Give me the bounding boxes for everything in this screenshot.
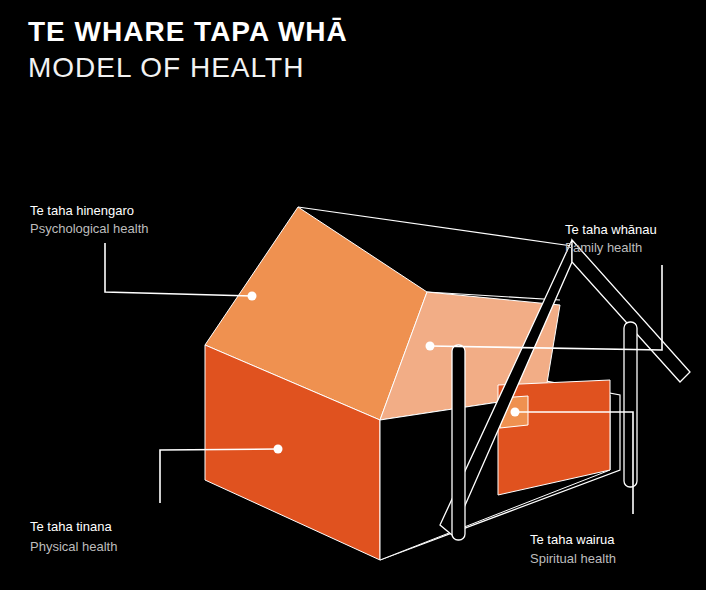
leader-line [515, 412, 633, 514]
subtitle: MODEL OF HEALTH [28, 52, 304, 84]
dimension-name: Te taha tinana [30, 519, 112, 534]
leader-dot [274, 445, 283, 454]
dimension-name: Te taha wairua [530, 532, 615, 547]
post-left [452, 345, 465, 540]
dimension-name: Te taha whānau [565, 222, 657, 237]
leader-line [105, 243, 252, 296]
leader-dot [248, 292, 257, 301]
title: TE WHARE TAPA WHĀ [28, 16, 348, 48]
leader-lines [105, 243, 662, 514]
side-wall [498, 380, 610, 495]
dimension-name: Te taha hinengaro [30, 203, 134, 218]
leader-dot [426, 342, 435, 351]
leader-dot [511, 408, 520, 417]
dimension-translation: Family health [565, 240, 642, 255]
leader-line [160, 449, 278, 503]
leader-dots [248, 292, 520, 454]
front-wall [205, 345, 380, 560]
dimension-translation: Physical health [30, 539, 117, 554]
dimension-translation: Psychological health [30, 221, 149, 236]
post-right [624, 322, 637, 487]
gable-frame [440, 240, 690, 540]
dimension-translation: Spiritual health [530, 551, 616, 566]
leader-line [430, 265, 662, 350]
